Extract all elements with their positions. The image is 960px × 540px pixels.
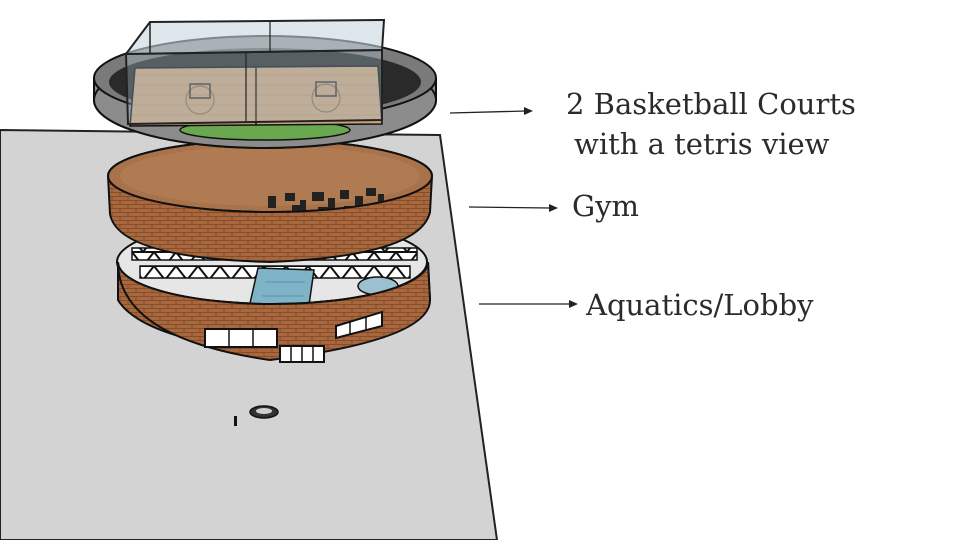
gym-level — [107, 139, 433, 264]
label-aquatics-lobby: Aquatics/Lobby — [586, 288, 814, 322]
label-basketball-courts: 2 Basketball Courts with a tetris view — [566, 84, 856, 164]
courts-level — [93, 18, 437, 149]
glass-enclosure-top — [123, 18, 386, 56]
car — [234, 405, 279, 426]
glass-enclosure-front — [124, 48, 383, 126]
label-courts-line1: 2 Basketball Courts — [566, 87, 856, 121]
label-courts-line2: with a tetris view — [574, 127, 830, 161]
arrow-courts — [449, 107, 533, 115]
arrow-gym — [468, 204, 558, 212]
hoop-right — [315, 81, 337, 97]
gym-brick-wall — [107, 175, 433, 264]
lobby-window-left — [204, 328, 278, 348]
lobby-window-right — [335, 310, 383, 340]
hoop-left — [189, 83, 211, 99]
arrow-aquatics — [479, 300, 578, 308]
label-gym: Gym — [572, 189, 640, 223]
